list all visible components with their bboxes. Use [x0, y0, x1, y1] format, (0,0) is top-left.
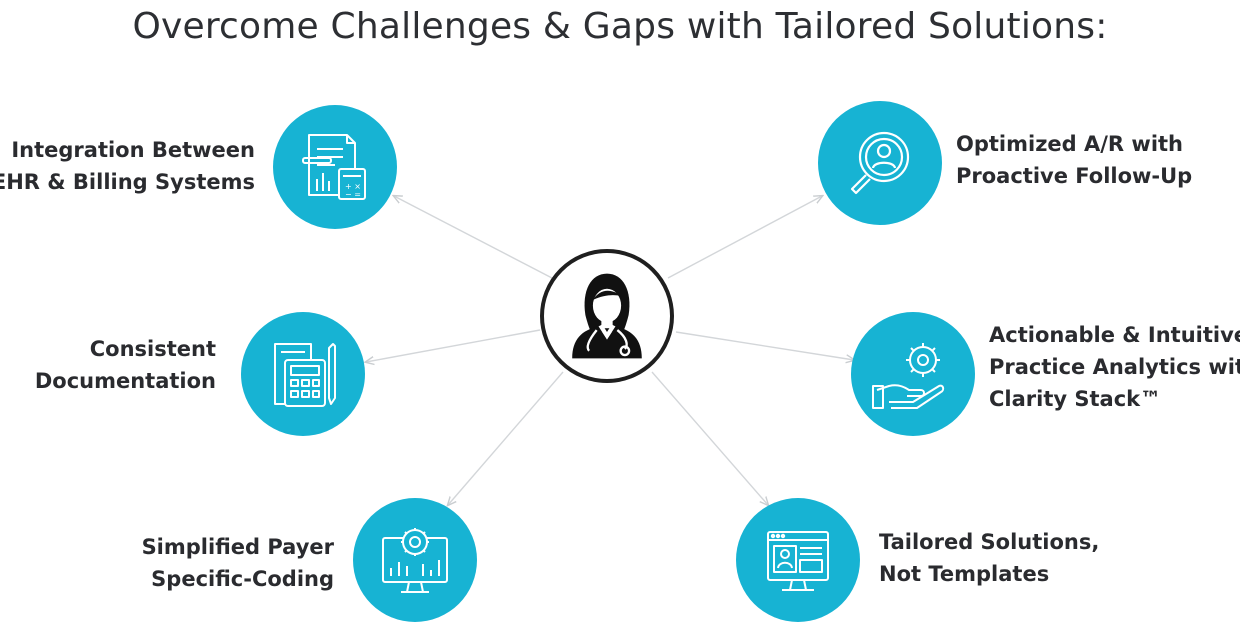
hand-gear-icon — [872, 343, 945, 409]
connector-documentation — [366, 329, 541, 362]
label-line: Tailored Solutions, — [879, 530, 1100, 554]
label-line: Optimized A/R with — [956, 132, 1184, 156]
magnifier-person-icon — [850, 131, 910, 195]
label-line: Consistent — [89, 337, 216, 361]
node-documentation-circle — [241, 312, 365, 436]
node-coding-circle — [353, 498, 477, 622]
node-integration-label: Integration Between EHR & Billing System… — [0, 134, 255, 198]
calculator-ledger-icon — [274, 343, 336, 407]
svg-text:+ ×: + × — [345, 182, 361, 191]
connector-coding — [448, 371, 564, 505]
doctor-icon — [572, 273, 642, 359]
label-line: Integration Between — [11, 138, 255, 162]
label-line: EHR & Billing Systems — [0, 170, 255, 194]
connector-tailored — [651, 371, 768, 505]
node-ar-circle — [818, 101, 942, 225]
connector-analytics — [675, 331, 854, 360]
label-line: Documentation — [34, 369, 216, 393]
label-line: Actionable & Intuitive — [989, 323, 1240, 347]
center-doctor-circle — [540, 249, 674, 383]
connector-ar — [667, 196, 822, 279]
monitor-gear-chart-icon — [382, 528, 448, 593]
node-ar-label: Optimized A/R with Proactive Follow-Up — [956, 128, 1192, 192]
connector-integration — [394, 196, 553, 279]
label-line: Specific-Coding — [151, 567, 334, 591]
label-line: Simplified Payer — [141, 535, 334, 559]
browser-profile-icon — [767, 531, 829, 591]
page-title: Overcome Challenges & Gaps with Tailored… — [132, 6, 1108, 47]
label-line: Proactive Follow-Up — [956, 164, 1193, 188]
node-analytics-label: Actionable & Intuitive Practice Analytic… — [989, 319, 1240, 415]
label-line: Practice Analytics with — [989, 355, 1240, 379]
node-tailored-circle — [736, 498, 860, 622]
node-integration-circle: + × − = — [273, 105, 397, 229]
billing-documents-icon: + × − = — [302, 134, 366, 200]
label-line: Not Templates — [879, 562, 1050, 586]
svg-text:− =: − = — [345, 190, 361, 199]
label-line: Clarity Stack™ — [989, 387, 1162, 411]
node-analytics-circle — [851, 312, 975, 436]
node-tailored-label: Tailored Solutions, Not Templates — [879, 526, 1099, 590]
node-coding-label: Simplified Payer Specific-Coding — [142, 531, 334, 595]
node-documentation-label: Consistent Documentation — [35, 333, 216, 397]
